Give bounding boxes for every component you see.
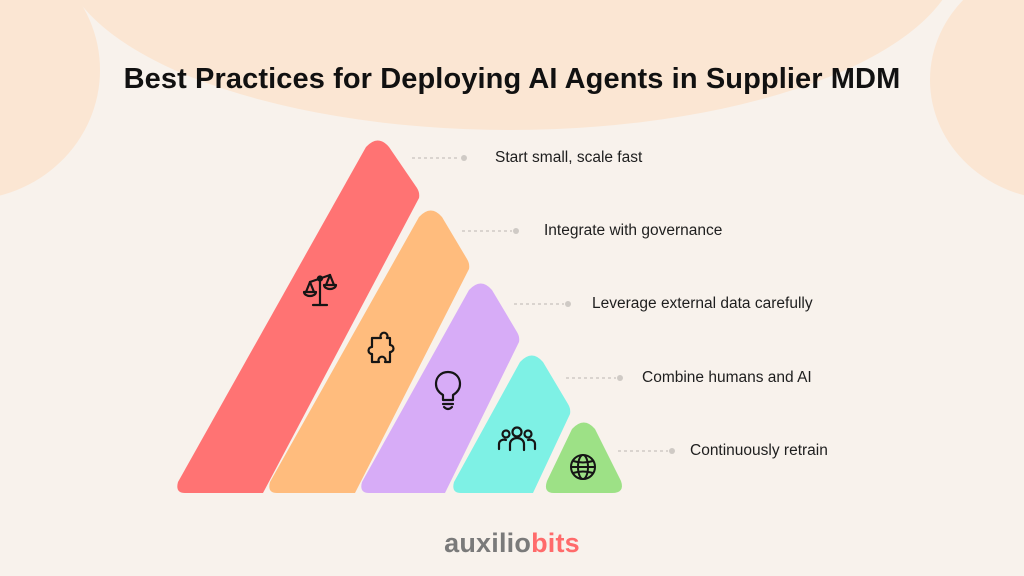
- practice-label-2: Integrate with governance: [544, 222, 723, 239]
- slice-1: [177, 140, 420, 493]
- connector-dot-5: [669, 448, 675, 454]
- connector-dots: [461, 155, 675, 454]
- brand-logo: auxiliobits: [0, 528, 1024, 559]
- connector-dot-2: [513, 228, 519, 234]
- connector-dot-3: [565, 301, 571, 307]
- practice-label-4: Combine humans and AI: [642, 369, 812, 386]
- slice-4: [453, 355, 571, 493]
- page-title: Best Practices for Deploying AI Agents i…: [123, 63, 901, 96]
- globe-icon: [570, 454, 596, 480]
- connector-dot-1: [461, 155, 467, 161]
- slice-5: [545, 422, 622, 493]
- practice-label-1: Start small, scale fast: [495, 149, 643, 166]
- practice-label-3: Leverage external data carefully: [592, 295, 813, 312]
- connector-lines: [412, 157, 668, 452]
- logo-text-part2: bits: [531, 528, 580, 558]
- team-icon: [497, 426, 537, 452]
- logo-text-part1: auxilio: [444, 528, 532, 558]
- lightbulb-icon: [434, 370, 462, 411]
- slice-3: [361, 283, 520, 493]
- puzzle-icon: [367, 331, 395, 364]
- connector-dot-4: [617, 375, 623, 381]
- practice-label-5: Continuously retrain: [690, 442, 828, 459]
- balance-scale-icon: [302, 273, 338, 307]
